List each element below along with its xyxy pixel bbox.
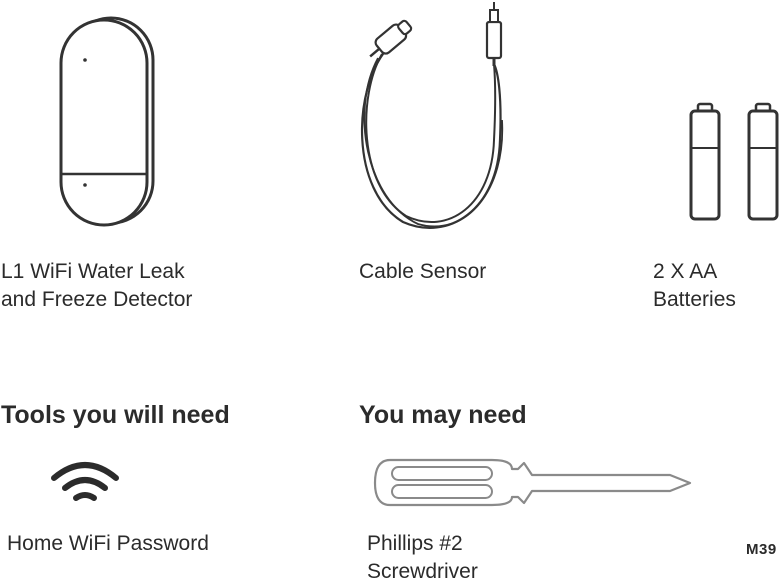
item-label-batteries: 2 X AA Batteries	[653, 258, 736, 314]
item-label-line: Phillips #2	[367, 532, 463, 555]
water-leak-detector-icon	[55, 12, 165, 227]
tools-heading: Tools you will need	[1, 401, 230, 429]
item-label-cable-sensor: Cable Sensor	[359, 258, 486, 286]
screwdriver-icon	[372, 455, 702, 507]
item-label-line: L1 WiFi Water Leak	[1, 260, 185, 283]
wifi-icon	[50, 460, 120, 504]
item-label-line: 2 X AA	[653, 260, 718, 283]
cable-sensor-icon	[348, 0, 518, 232]
item-label-line: Cable Sensor	[359, 260, 487, 283]
item-label-line: and Freeze Detector	[1, 288, 193, 311]
item-label-detector: L1 WiFi Water Leak and Freeze Detector	[1, 258, 192, 314]
tools-item-label: Home WiFi Password	[7, 532, 209, 555]
item-label-line: Screwdriver	[367, 560, 478, 583]
item-label-line: Batteries	[653, 288, 736, 311]
optional-heading: You may need	[359, 401, 527, 429]
page-number: M39	[746, 541, 777, 558]
optional-item-label: Phillips #2 Screwdriver	[367, 530, 478, 586]
aa-batteries-icon	[688, 100, 782, 222]
